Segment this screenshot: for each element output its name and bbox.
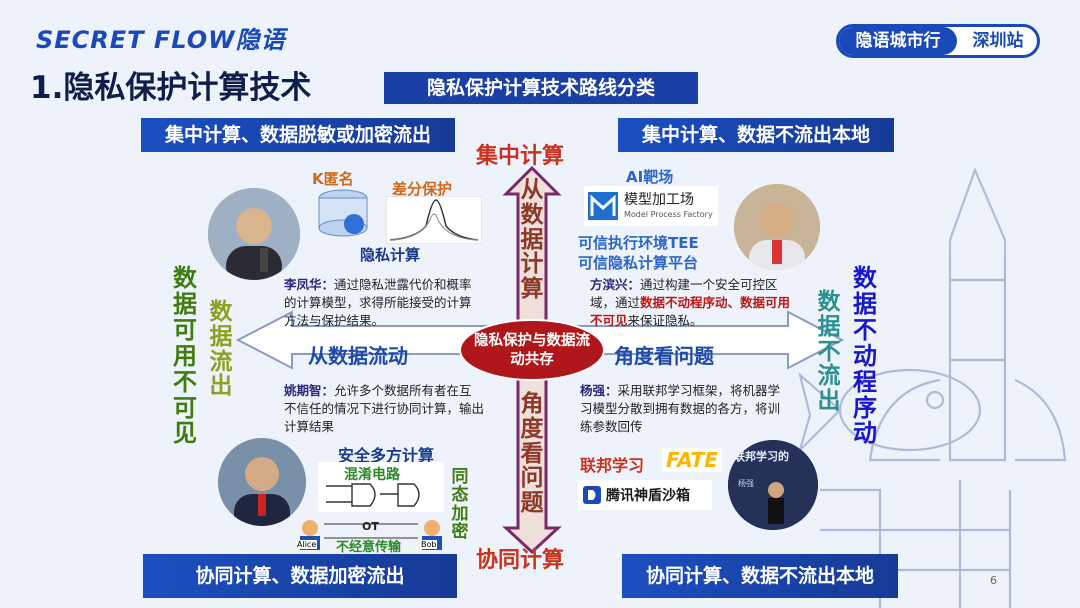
portrait-fang-binxing (734, 184, 820, 270)
tee-label: 可信执行环境TEE (578, 234, 699, 252)
page-number: 6 (990, 574, 997, 587)
differential-privacy-label: 差分保护 (392, 180, 453, 198)
quote-text: 采用联邦学习框架，将机器学习模型分散到拥有数据的各方，将训练参数回传 (580, 383, 781, 434)
database-icon (318, 189, 368, 237)
quadrant-bottom-left-title: 协同计算、数据加密流出 (143, 554, 457, 598)
quote-text-end: 来保证隐私。 (627, 313, 703, 328)
privacy-computing-label: 隐私计算 (360, 246, 421, 264)
axis-top-label: 集中计算 (476, 144, 565, 169)
tencent-sandbox-name: 腾讯神盾沙箱 (606, 488, 690, 504)
garbled-circuit-diagram: 混淆电路 (318, 462, 444, 512)
axis-bottom-label: 协同计算 (476, 548, 565, 573)
quadrant-top-left-title: 集中计算、数据脱敏或加密流出 (141, 118, 455, 152)
side-label-far-right: 数据不动程序动 (853, 264, 877, 448)
side-label-far-left: 数据可用不可见 (173, 264, 197, 448)
portrait-li-fenghua (208, 188, 300, 280)
quadrant-top-right-title: 集中计算、数据不流出本地 (618, 118, 894, 152)
fate-logo: FATE (662, 448, 722, 472)
event-badge: 隐语城市行 深圳站 (836, 24, 1040, 58)
yang-qiang-quote: 杨强：采用联邦学习框架，将机器学习模型分散到拥有数据的各方，将训练参数回传 (580, 382, 786, 436)
yao-qizhi-quote: 姚期智：允许多个数据所有者在互不信任的情况下进行协同计算，输出计算结果 (284, 382, 484, 436)
alice-label: Alice (296, 540, 318, 549)
portrait-yang-qiang: 联邦学习的 杨强 (728, 440, 818, 530)
mpc-label: 安全多方计算 (338, 446, 435, 465)
quadrant-bottom-right-title: 协同计算、数据不流出本地 (622, 554, 898, 598)
event-city: 深圳站 (972, 31, 1024, 51)
quote-text: 允许多个数据所有者在互不信任的情况下进行协同计算，输出计算结果 (284, 383, 485, 434)
person-name: 方滨兴： (590, 277, 641, 292)
side-label-left: 数据流出 (209, 299, 233, 400)
photo-caption: 杨强 (738, 479, 754, 488)
person-name: 姚期智： (284, 383, 335, 398)
li-fenghua-quote: 李凤华：通过隐私泄露代价和概率的计算模型，求得所能接受的计算方法与保护结果。 (284, 276, 480, 330)
center-label: 隐私保护与数据流动共存 (474, 333, 590, 368)
homomorphic-encryption-label: 同态加密 (451, 467, 469, 543)
quote-text: 通过隐私泄露代价和概率的计算模型，求得所能接受的计算方法与保护结果。 (284, 277, 472, 328)
tencent-sandbox-logo: 腾讯神盾沙箱 (578, 480, 712, 510)
model-factory-name: 模型加工场 (624, 192, 694, 208)
model-factory-logo: 模型加工场 Model Process Factory (584, 186, 718, 226)
page-subtitle: 隐私保护计算技术路线分类 (384, 72, 698, 104)
side-label-right: 数据不流出 (817, 289, 841, 415)
quote-text: 通过构建一个安全可控区域，通过 (590, 277, 778, 310)
person-name: 杨强： (580, 383, 618, 398)
screen-text: 联邦学习的 (734, 450, 789, 463)
brand-logo: SECRET FLOW隐语 (36, 26, 286, 54)
ot-label: OT (362, 520, 379, 533)
background-illustration (797, 166, 1067, 608)
down-arrow-text: 角度看问题 (520, 391, 544, 517)
federated-learning-label: 联邦学习 (580, 456, 645, 475)
trusted-platform-label: 可信隐私计算平台 (578, 254, 699, 272)
ai-range-label: AI靶场 (626, 168, 674, 186)
event-name: 隐语城市行 (839, 27, 957, 55)
person-name: 李凤华： (284, 277, 335, 292)
model-factory-en: Model Process Factory (624, 210, 713, 219)
distribution-chart-icon (386, 196, 482, 244)
portrait-yao-qizhi (218, 438, 306, 526)
up-arrow-text: 从数据计算 (520, 177, 544, 303)
page-title: 1.隐私保护计算技术 (30, 70, 312, 106)
fang-binxing-quote: 方滨兴：通过构建一个安全可控区域，通过数据不动程序动、数据可用不可见来保证隐私。 (590, 276, 792, 330)
quote-highlight: 数据不动程序动、数据可用不可见 (590, 295, 791, 328)
bob-label: Bob (420, 540, 438, 549)
center-ellipse (459, 319, 605, 381)
right-arrow-text: 角度看问题 (614, 344, 714, 368)
left-arrow-text: 从数据流动 (308, 344, 408, 368)
garbled-circuit-label: 混淆电路 (344, 467, 400, 483)
k-anonymity-label: K匿名 (312, 170, 354, 188)
oblivious-transfer-label: 不经意传输 (336, 540, 402, 555)
